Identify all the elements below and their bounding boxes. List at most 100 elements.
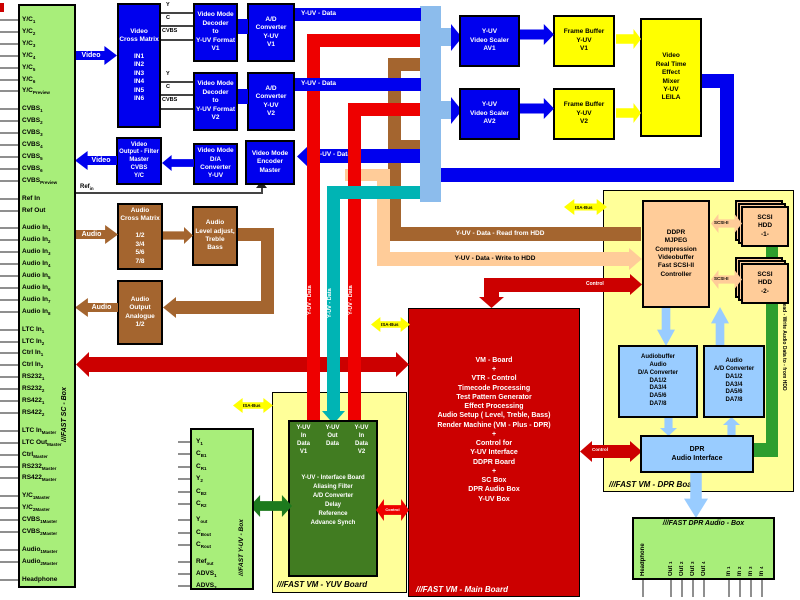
audiobox-in-pin: In3 (748, 566, 754, 576)
yuv-out-bus-h (327, 186, 420, 199)
matrix-to-level-arrow (163, 227, 193, 244)
yuv-data-red2-v (348, 103, 361, 424)
sc-pin-stub (0, 90, 18, 93)
encoder-block: Video Mode Encoder Master (245, 140, 295, 185)
yuv-pin-stub (178, 531, 190, 534)
control-dpr-label: Control (592, 447, 608, 452)
yuv-data-red1-h (307, 34, 420, 47)
yuv-pin-stub (178, 453, 190, 456)
audiobox-in-pin-stub (728, 580, 730, 597)
audio-level-block: Audio Level adjust, Treble Bass (192, 206, 238, 266)
sc-pin-stub (0, 120, 18, 123)
fb1-to-mixer-arrow (616, 29, 641, 49)
y-line-2 (161, 81, 193, 83)
av1-feed (441, 28, 452, 46)
sc-pin-label: CVBSPreview (22, 176, 58, 185)
yuv-data-red2-label: Y-UV - Data (348, 285, 354, 315)
read-bus-elbow-mid (396, 140, 422, 151)
sc-pin-label: CVBS4 (22, 141, 43, 149)
mixer-return-vertical (720, 74, 734, 182)
sc-pin-label: Audio In1 (22, 224, 51, 233)
framebuffer-v2-block: Frame Buffer Y-UV V2 (553, 88, 615, 140)
sc-pin-stub (0, 340, 18, 343)
sc-pin-label: Ctrl In1 (22, 349, 44, 358)
audiobox-out-pin: Out4 (701, 561, 707, 576)
yuv-out-bus-v (327, 186, 340, 412)
sc-pin-stub (0, 477, 18, 480)
framebuffer-v1-block: Frame Buffer Y-UV V1 (553, 15, 615, 67)
yuv-out-header: Y-UV Out Data (325, 425, 340, 448)
audio-loop-head (163, 297, 176, 318)
audio-loop-v (261, 228, 274, 314)
sc-pin-label: Headphone (22, 575, 58, 583)
sc-pin-label: CtrlMaster (22, 450, 48, 459)
sc-pin-stub (0, 352, 18, 355)
audio-out-label: Audio (91, 304, 112, 311)
sc-pin-stub (0, 495, 18, 498)
sc-pin-stub (0, 227, 18, 230)
dpr-board-label: ///FAST VM - DPR Board (609, 480, 700, 489)
av2-to-fb2-arrow (520, 98, 554, 119)
yuv-pin-stub (178, 544, 190, 547)
av1-feed-head (451, 24, 462, 51)
y-line-1 (161, 12, 193, 14)
hdd2-block: SCSI HDD -2- (741, 263, 789, 304)
yuv-pin-stub (178, 490, 190, 493)
sc-pin-label: RS2322 (22, 385, 45, 394)
scaler-av2-block: Y-UV Video Scaler AV2 (459, 88, 520, 140)
sc-pin-stub (0, 78, 18, 81)
audiobox-in-pin: In2 (737, 566, 743, 576)
audiobox-headphone-pin-stub (642, 580, 644, 597)
yuv-data-bar-v2-label: Y-UV - Data (301, 80, 337, 87)
yuv-pin-stub (178, 519, 190, 522)
sc-pin-label: CVBS2Master (22, 528, 58, 536)
encoder-feed-bus (309, 149, 420, 163)
ref-in-riser (261, 187, 263, 194)
dac-to-filter-arrow (162, 155, 194, 171)
sc-pin-stub (0, 167, 18, 170)
read-bus (388, 227, 641, 241)
dac-block: Video Mode D/A Converter Y-UV (193, 143, 238, 185)
sc-pin-stub (0, 42, 18, 45)
sc-pin-stub (0, 507, 18, 510)
yuv-interface-block (288, 420, 378, 577)
audiobox-headphone-pin: Headphone (640, 543, 646, 576)
ref-in-label: Refin (80, 184, 94, 191)
yuv-pin-label: ADVS1 (196, 570, 217, 578)
sc-pin-stub (0, 560, 18, 563)
sc-pin-label: CVBS1 (22, 105, 43, 114)
sc-pin-stub (0, 144, 18, 146)
av1-to-fb1-arrow (520, 24, 554, 45)
sc-pin-stub (0, 531, 18, 533)
sc-pin-label: Audio In7 (22, 295, 51, 304)
audio-in-arrow: Audio (75, 225, 118, 244)
sc-pin-label: Audio In4 (22, 260, 51, 269)
audiobox-out-pin-stub (703, 580, 705, 597)
video-cross-matrix-block: Video Cross Matrix IN1 IN2 IN3 IN4 IN5 I… (117, 3, 161, 128)
yuv-data-red1-v (307, 34, 320, 424)
sc-pin-stub (0, 310, 18, 313)
sc-pin-stub (0, 197, 18, 200)
corner-mark (0, 3, 4, 12)
cvbs-label-2: CVBS (162, 97, 178, 103)
audio-ad-block: Audio A/D Converter DA1/2 DA3/4 DA5/6 DA… (703, 345, 765, 418)
ddpr-controller-block: DDPR MJPEG Compression Videobuffer Fast … (642, 200, 710, 308)
audiobox-out-pin: Out1 (668, 561, 674, 576)
hdd-audio-bus-label: Read - Write Audio Data to - from HDD (781, 300, 787, 391)
sc-box-label: ///FAST SC - Box (61, 387, 68, 442)
cvbs-line-2 (161, 108, 193, 110)
sc-pin-label: Y/C5 (22, 63, 36, 72)
distribution-bus (420, 6, 441, 202)
decoder-adc-link-1 (238, 19, 248, 34)
audio-cross-matrix-block: Audio Cross Matrix 1/2 3/4 5/6 7/8 (117, 203, 163, 270)
audiobox-in-pin: In1 (726, 566, 732, 576)
sc-pin-stub (0, 19, 18, 21)
sc-pin-stub (0, 263, 18, 266)
c-label-1: C (166, 15, 170, 21)
yuv-connector-box-label: ///FAST Y-UV - Box (238, 519, 245, 576)
sc-pin-stub (0, 275, 18, 277)
sc-pin-stub (0, 411, 18, 414)
audio-out-arrow: Audio (75, 298, 118, 317)
video-out-label: Video (91, 157, 111, 164)
main-board-label: ///FAST VM - Main Board (416, 585, 509, 594)
